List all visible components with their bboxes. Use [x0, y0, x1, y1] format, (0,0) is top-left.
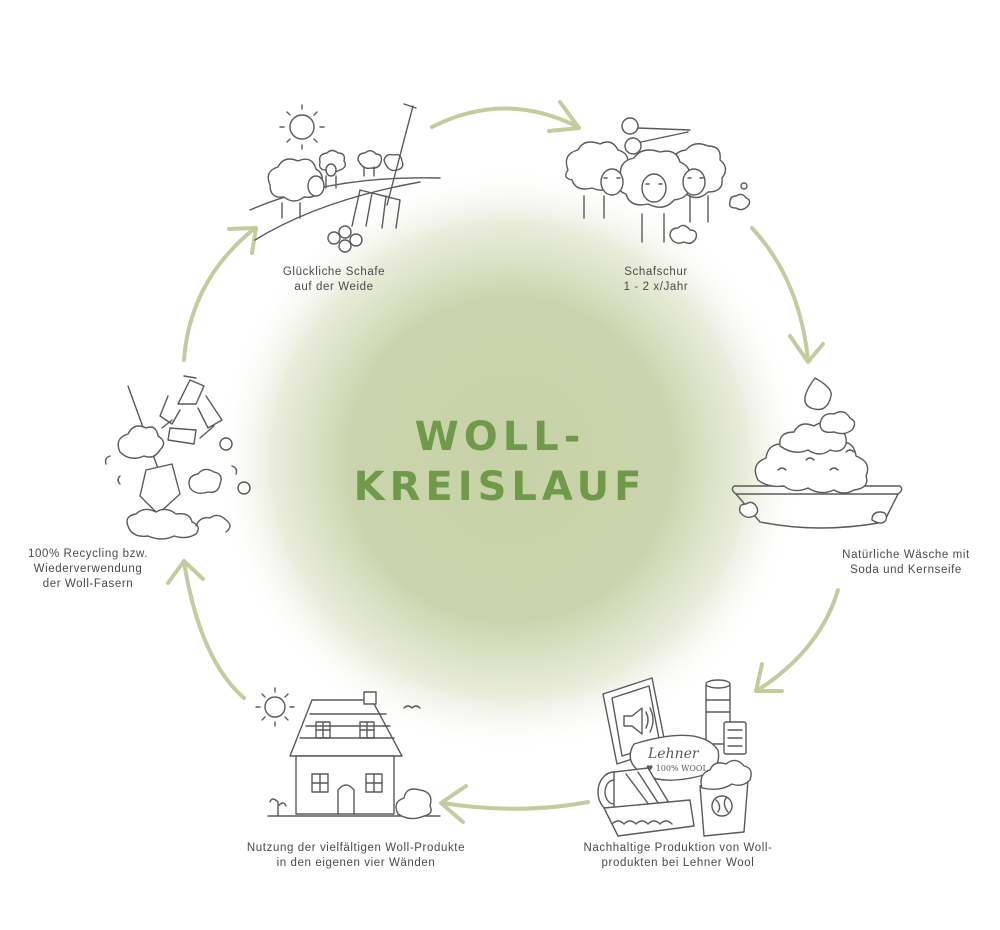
arrow-house-to-recycling [166, 559, 246, 700]
sheep-meadow-icon [249, 103, 441, 253]
step-label-line: Glückliche Schafe [282, 266, 386, 278]
arrow-recycling-to-meadow [182, 226, 258, 362]
arrow-shearing-to-washing [750, 226, 825, 364]
house-icon [255, 687, 441, 820]
step-label-washing: Natürliche Wäsche mit Soda und Kernseife [818, 548, 994, 578]
cycle-title-line2: KREISLAUF [353, 464, 647, 510]
step-label-line: Soda und Kernseife [850, 564, 962, 576]
step-label-line: Nachhaltige Produktion von Woll- [583, 842, 773, 854]
step-label-sheep-meadow: Glückliche Schafe auf der Weide [234, 265, 434, 295]
cycle-title: WOLL- KREISLAUF [300, 412, 700, 512]
arrow-production-to-house [439, 784, 590, 824]
step-label-line: Wiederverwendung [33, 563, 143, 575]
cycle-arrows [166, 100, 840, 824]
step-label-recycling: 100% Recycling bzw. Wiederverwendung der… [8, 547, 168, 592]
cycle-title-line1: WOLL- [414, 414, 586, 460]
step-label-line: Nutzung der vielfältigen Woll-Produkte [246, 842, 466, 854]
arrow-meadow-to-shearing [430, 100, 581, 133]
step-label-line: der Woll-Fasern [42, 578, 134, 590]
step-label-line: auf der Weide [294, 281, 374, 293]
step-label-line: Schafschur [624, 266, 688, 278]
step-label-production: Nachhaltige Produktion von Woll- produkt… [548, 841, 808, 871]
step-label-shearing: Schafschur 1 - 2 x/Jahr [556, 265, 756, 295]
step-label-line: 100% Recycling bzw. [27, 548, 149, 560]
product-brand-label: Lehner [647, 746, 700, 762]
product-wool-tag: ♥ 100% WOOL [646, 764, 708, 773]
step-label-house: Nutzung der vielfältigen Woll-Produkte i… [206, 841, 506, 871]
step-label-line: produkten bei Lehner Wool [601, 857, 755, 869]
recycling-icon [104, 375, 251, 540]
arrow-washing-to-production [754, 588, 840, 693]
wool-washing-icon [731, 377, 903, 529]
wool-production-icon: Lehner ♥ 100% WOOL [597, 677, 752, 837]
step-label-line: 1 - 2 x/Jahr [623, 281, 689, 293]
center-glow [215, 165, 805, 755]
step-label-line: Natürliche Wäsche mit [842, 549, 970, 561]
sheep-shearing-icon [565, 117, 751, 245]
step-label-line: in den eigenen vier Wänden [276, 857, 436, 869]
